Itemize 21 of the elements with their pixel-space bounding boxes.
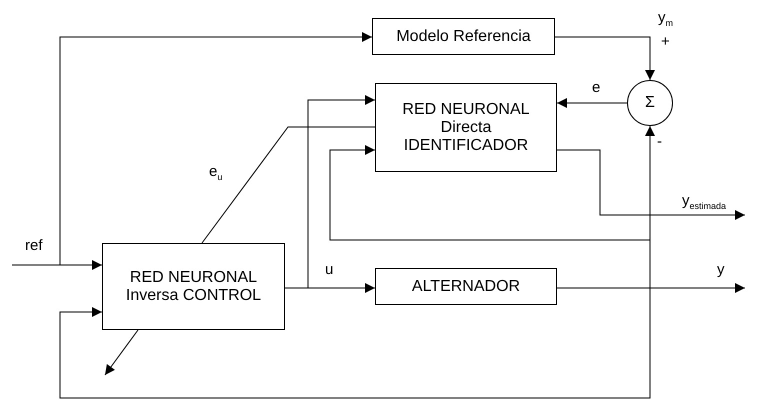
sum-symbol: Σ [645,94,655,112]
process-box [375,268,557,305]
arrow [60,32,372,266]
sign-label: + [661,34,670,50]
arrow [554,36,655,80]
arrow [556,98,628,108]
process-box [102,243,285,330]
process-box [375,83,557,172]
arrow [60,288,650,398]
sign-label: - [657,134,662,150]
line [202,126,376,244]
process-box [372,18,555,55]
arrow [12,260,102,270]
arrow [556,150,746,220]
arrow [330,145,650,288]
box-label: RED NEURONAL Inversa CONTROL [124,268,262,304]
arrow [284,95,376,288]
box-label: RED NEURONAL Directa IDENTIFICADOR [401,100,531,154]
box-label: ALTERNADOR [412,278,520,296]
summing-junction [627,80,673,126]
box-label: Modelo Referencia [396,28,531,46]
